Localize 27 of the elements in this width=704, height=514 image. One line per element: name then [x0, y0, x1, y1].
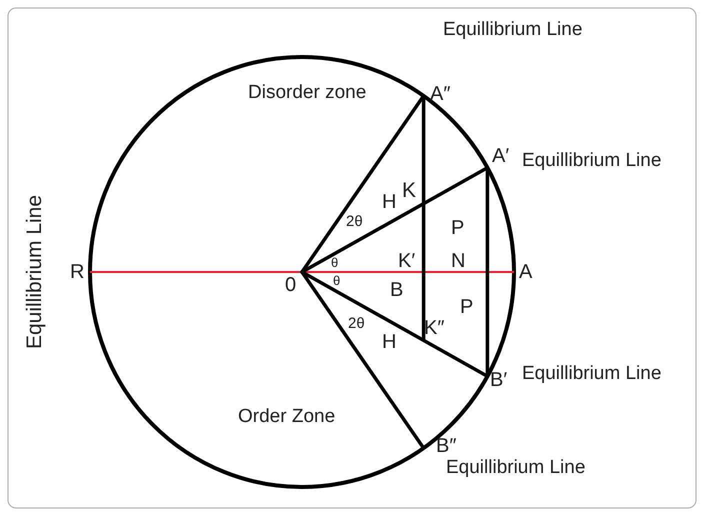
point-label: K″	[424, 318, 444, 338]
point-label: P	[460, 297, 474, 317]
line-label: Equillibrium Line	[443, 20, 582, 39]
line-label: Equillibrium Line	[522, 151, 662, 170]
angle-label: 2θ	[348, 316, 365, 331]
line-label: Equillibrium Line	[24, 194, 45, 350]
point-label: B	[390, 280, 404, 300]
angle-label: θ	[333, 274, 340, 287]
point-label: N	[451, 251, 466, 271]
angle-label: 2θ	[346, 214, 363, 229]
point-label: H	[382, 332, 396, 352]
line-label: Equillibrium Line	[446, 458, 586, 477]
point-label: 0	[285, 275, 296, 295]
zone-label: Order Zone	[238, 407, 336, 426]
point-label: B″	[436, 436, 456, 456]
point-label: A″	[430, 84, 450, 104]
point-label: A′	[492, 146, 510, 166]
point-label: P	[451, 218, 464, 238]
point-label: K	[402, 180, 416, 201]
point-label: H	[382, 192, 396, 212]
point-label: B′	[490, 370, 508, 390]
point-label: A	[519, 262, 532, 282]
zone-label: Disorder zone	[248, 83, 366, 102]
point-label: K′	[398, 251, 416, 271]
line-label: Equillibrium Line	[522, 364, 662, 383]
angle-label: θ	[331, 256, 338, 269]
point-label: R	[70, 262, 84, 282]
